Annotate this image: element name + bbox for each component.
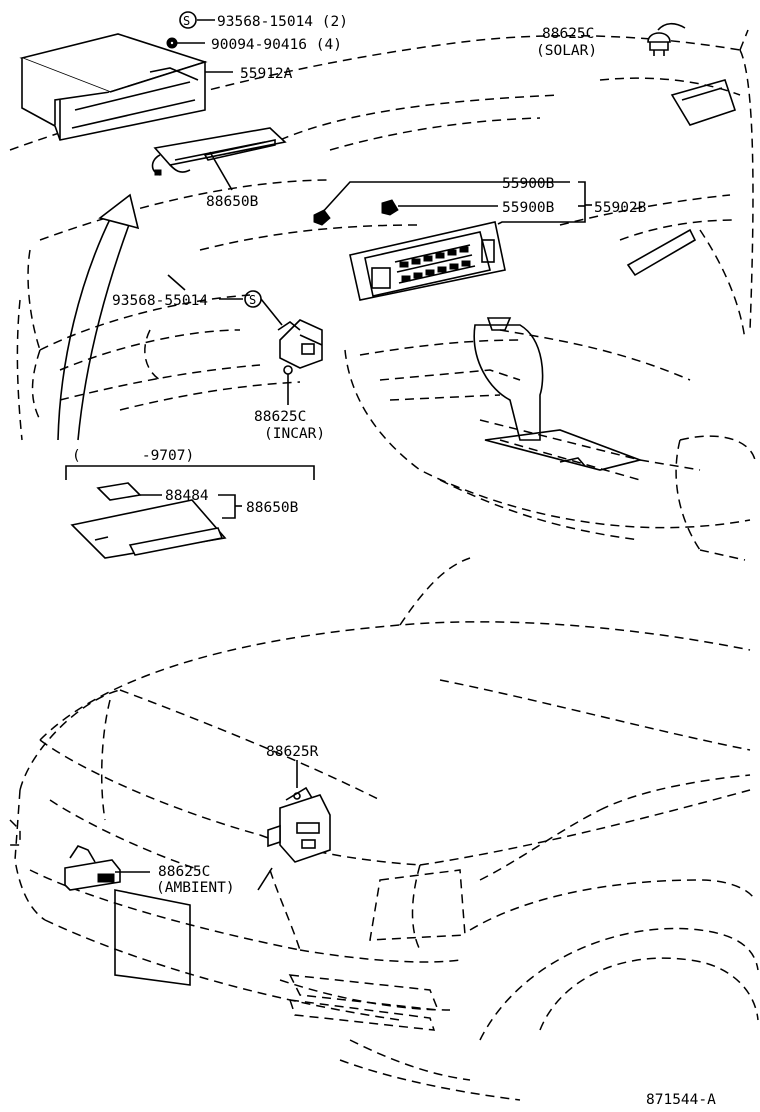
screw-90094-90416 <box>166 37 178 49</box>
part-88625C-incar-sensor <box>277 319 323 375</box>
clip-55900B-2 <box>381 199 399 216</box>
label-inset-range: ( -9707) <box>72 448 194 464</box>
label-93568-15014: 93568-15014 (2) <box>217 14 348 30</box>
label-55902B: 55902B <box>594 200 647 216</box>
panel-buttons <box>399 246 471 282</box>
label-55900B-1: 55900B <box>502 176 555 192</box>
part-88625C-solar-sensor <box>647 32 671 56</box>
label-88625C-solar: 88625C <box>542 26 594 42</box>
screw-93568-15014 <box>179 11 197 29</box>
label-ambient: (AMBIENT) <box>156 880 235 896</box>
label-55900B-2: 55900B <box>502 200 555 216</box>
part-55902B-control-panel <box>349 221 506 301</box>
part-88625C-ambient-sensor <box>64 845 273 891</box>
label-solar: (SOLAR) <box>536 43 597 59</box>
label-88650B-inset: 88650B <box>246 500 299 516</box>
dashboard-outline <box>9 29 756 561</box>
label-incar: (INCAR) <box>264 426 325 442</box>
part-labels: S 93568-15014 (2) 90094-90416 (4) 55912A… <box>72 14 716 1108</box>
label-88484: 88484 <box>165 488 209 504</box>
clip-55900B-1 <box>313 209 331 226</box>
label-55912A: 55912A <box>240 66 293 82</box>
label-88625C-incar: 88625C <box>254 409 306 425</box>
label-93568-55014: 93568-55014 <box>112 293 208 309</box>
car-outline <box>9 557 759 1101</box>
diagram-number: 871544-A <box>646 1092 716 1108</box>
screw-mark-s-1: S <box>183 14 190 28</box>
inset-panel <box>65 465 315 559</box>
part-55912A-duct <box>19 33 208 141</box>
leader-lines-top <box>167 19 686 405</box>
label-90094-90416: 90094-90416 (4) <box>211 37 342 53</box>
direction-arrow <box>57 193 140 441</box>
part-88625R-sensor <box>267 760 331 863</box>
label-88625C-ambient: 88625C <box>158 864 210 880</box>
part-88650B-amplifier <box>151 127 287 176</box>
label-88625R: 88625R <box>266 744 319 760</box>
screw-mark-s-2: S <box>249 293 256 307</box>
label-88650B-top: 88650B <box>206 194 259 210</box>
